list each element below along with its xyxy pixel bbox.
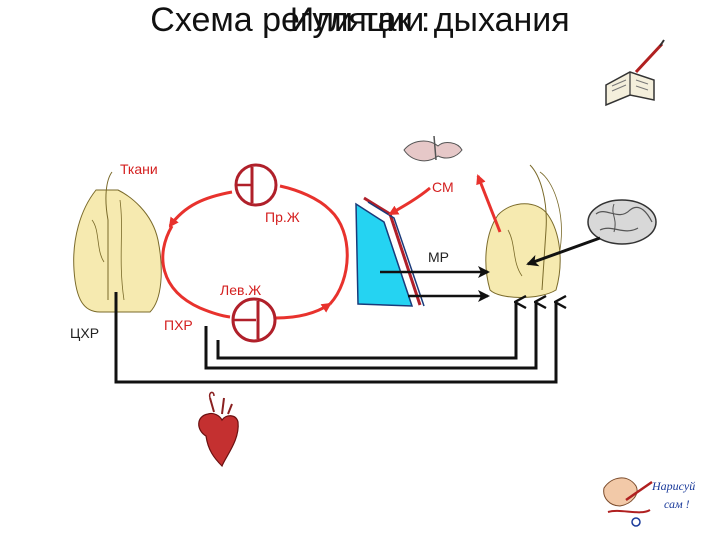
right-medulla-icon: [485, 164, 562, 298]
left-medulla-icon: [73, 171, 162, 313]
left-ventricle-node: [231, 297, 277, 343]
lung-wall-shape: [355, 196, 425, 307]
lungs-icon: [403, 135, 463, 162]
label-right-ventricle: Пр.Ж: [265, 209, 300, 225]
feedback-pxr-outer: [204, 302, 536, 370]
feedback-cxr: [114, 292, 556, 384]
arrow-medulla-up: [476, 174, 502, 233]
circulation-loop-bottom: [275, 302, 332, 320]
badge-line-1: Нарисуй: [651, 479, 695, 493]
feedback-pxr-inner: [216, 302, 516, 360]
book-pen-icon: [605, 39, 665, 107]
title-line-2: Схема регуляции дыхания: [150, 1, 570, 39]
heart-icon: [198, 391, 239, 468]
label-tissues: Ткани: [120, 161, 158, 177]
label-peripheral-chemoreceptors: ПХР: [164, 317, 193, 333]
draw-hand-icon: [603, 477, 653, 527]
brain-icon: [587, 199, 657, 245]
label-cm: СМ: [432, 179, 454, 195]
label-mr: МР: [428, 249, 449, 265]
badge-line-2: сам !: [664, 497, 690, 511]
circulation-loop-left: [161, 225, 231, 319]
label-central-chemoreceptors: ЦХР: [70, 325, 99, 341]
right-ventricle-node: [234, 163, 278, 207]
circulation-loop-top: [168, 190, 233, 228]
circulation-loop-right: [279, 184, 349, 306]
title-line-1: Или так :: [289, 1, 431, 39]
label-left-ventricle: Лев.Ж: [220, 282, 261, 298]
arrow-to-wall: [388, 186, 431, 216]
brain-arrow: [526, 236, 601, 267]
